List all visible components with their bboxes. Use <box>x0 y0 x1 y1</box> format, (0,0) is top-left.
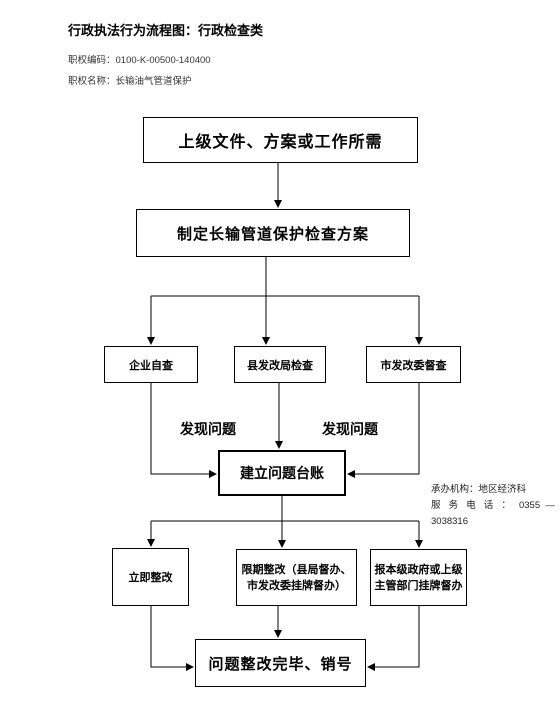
step-upper-documents: 上级文件、方案或工作所需 <box>143 117 418 163</box>
arrow-fix-report-to-final <box>367 606 420 671</box>
step-enterprise-selfcheck: 企业自查 <box>104 346 198 383</box>
step-fix-deadline: 限期整改（县局督办、市发改委挂牌督办） <box>236 549 357 606</box>
authority-name: 职权名称：长输油气管道保护 <box>68 73 192 87</box>
code-label: 职权编码： <box>68 55 116 66</box>
page-title: 行政执法行为流程图：行政检查类 <box>68 24 264 39</box>
step-city-supervision: 市发改委督查 <box>366 346 461 383</box>
step-make-plan: 制定长输管道保护检查方案 <box>136 209 410 257</box>
step-county-inspection: 县发改局检查 <box>234 346 326 383</box>
step-problem-ledger: 建立问题台账 <box>218 450 346 496</box>
step-closed-out: 问题整改完毕、销号 <box>195 639 366 687</box>
step-report-supervision: 报本级政府或上级主管部门挂牌督办 <box>370 549 467 606</box>
found-problem-label-right: 发现问题 <box>322 422 378 438</box>
contact-phone: 服 务 电 话 ： 0355 — 3038316 <box>431 500 555 527</box>
arrow-fix-now-to-final <box>150 606 194 671</box>
arrow-city-to-ledger <box>347 383 420 478</box>
contact-organization: 承办机构：地区经济科 <box>431 484 527 495</box>
authority-code: 职权编码：0100-K-00500-140400 <box>68 52 211 66</box>
arrow-enterprise-to-ledger <box>150 383 217 478</box>
code-value: 0100-K-00500-140400 <box>115 55 211 66</box>
name-label: 职权名称： <box>68 76 116 87</box>
found-problem-label-left: 发现问题 <box>180 422 236 438</box>
step-fix-immediately: 立即整改 <box>112 548 189 606</box>
name-value: 长输油气管道保护 <box>115 76 192 87</box>
